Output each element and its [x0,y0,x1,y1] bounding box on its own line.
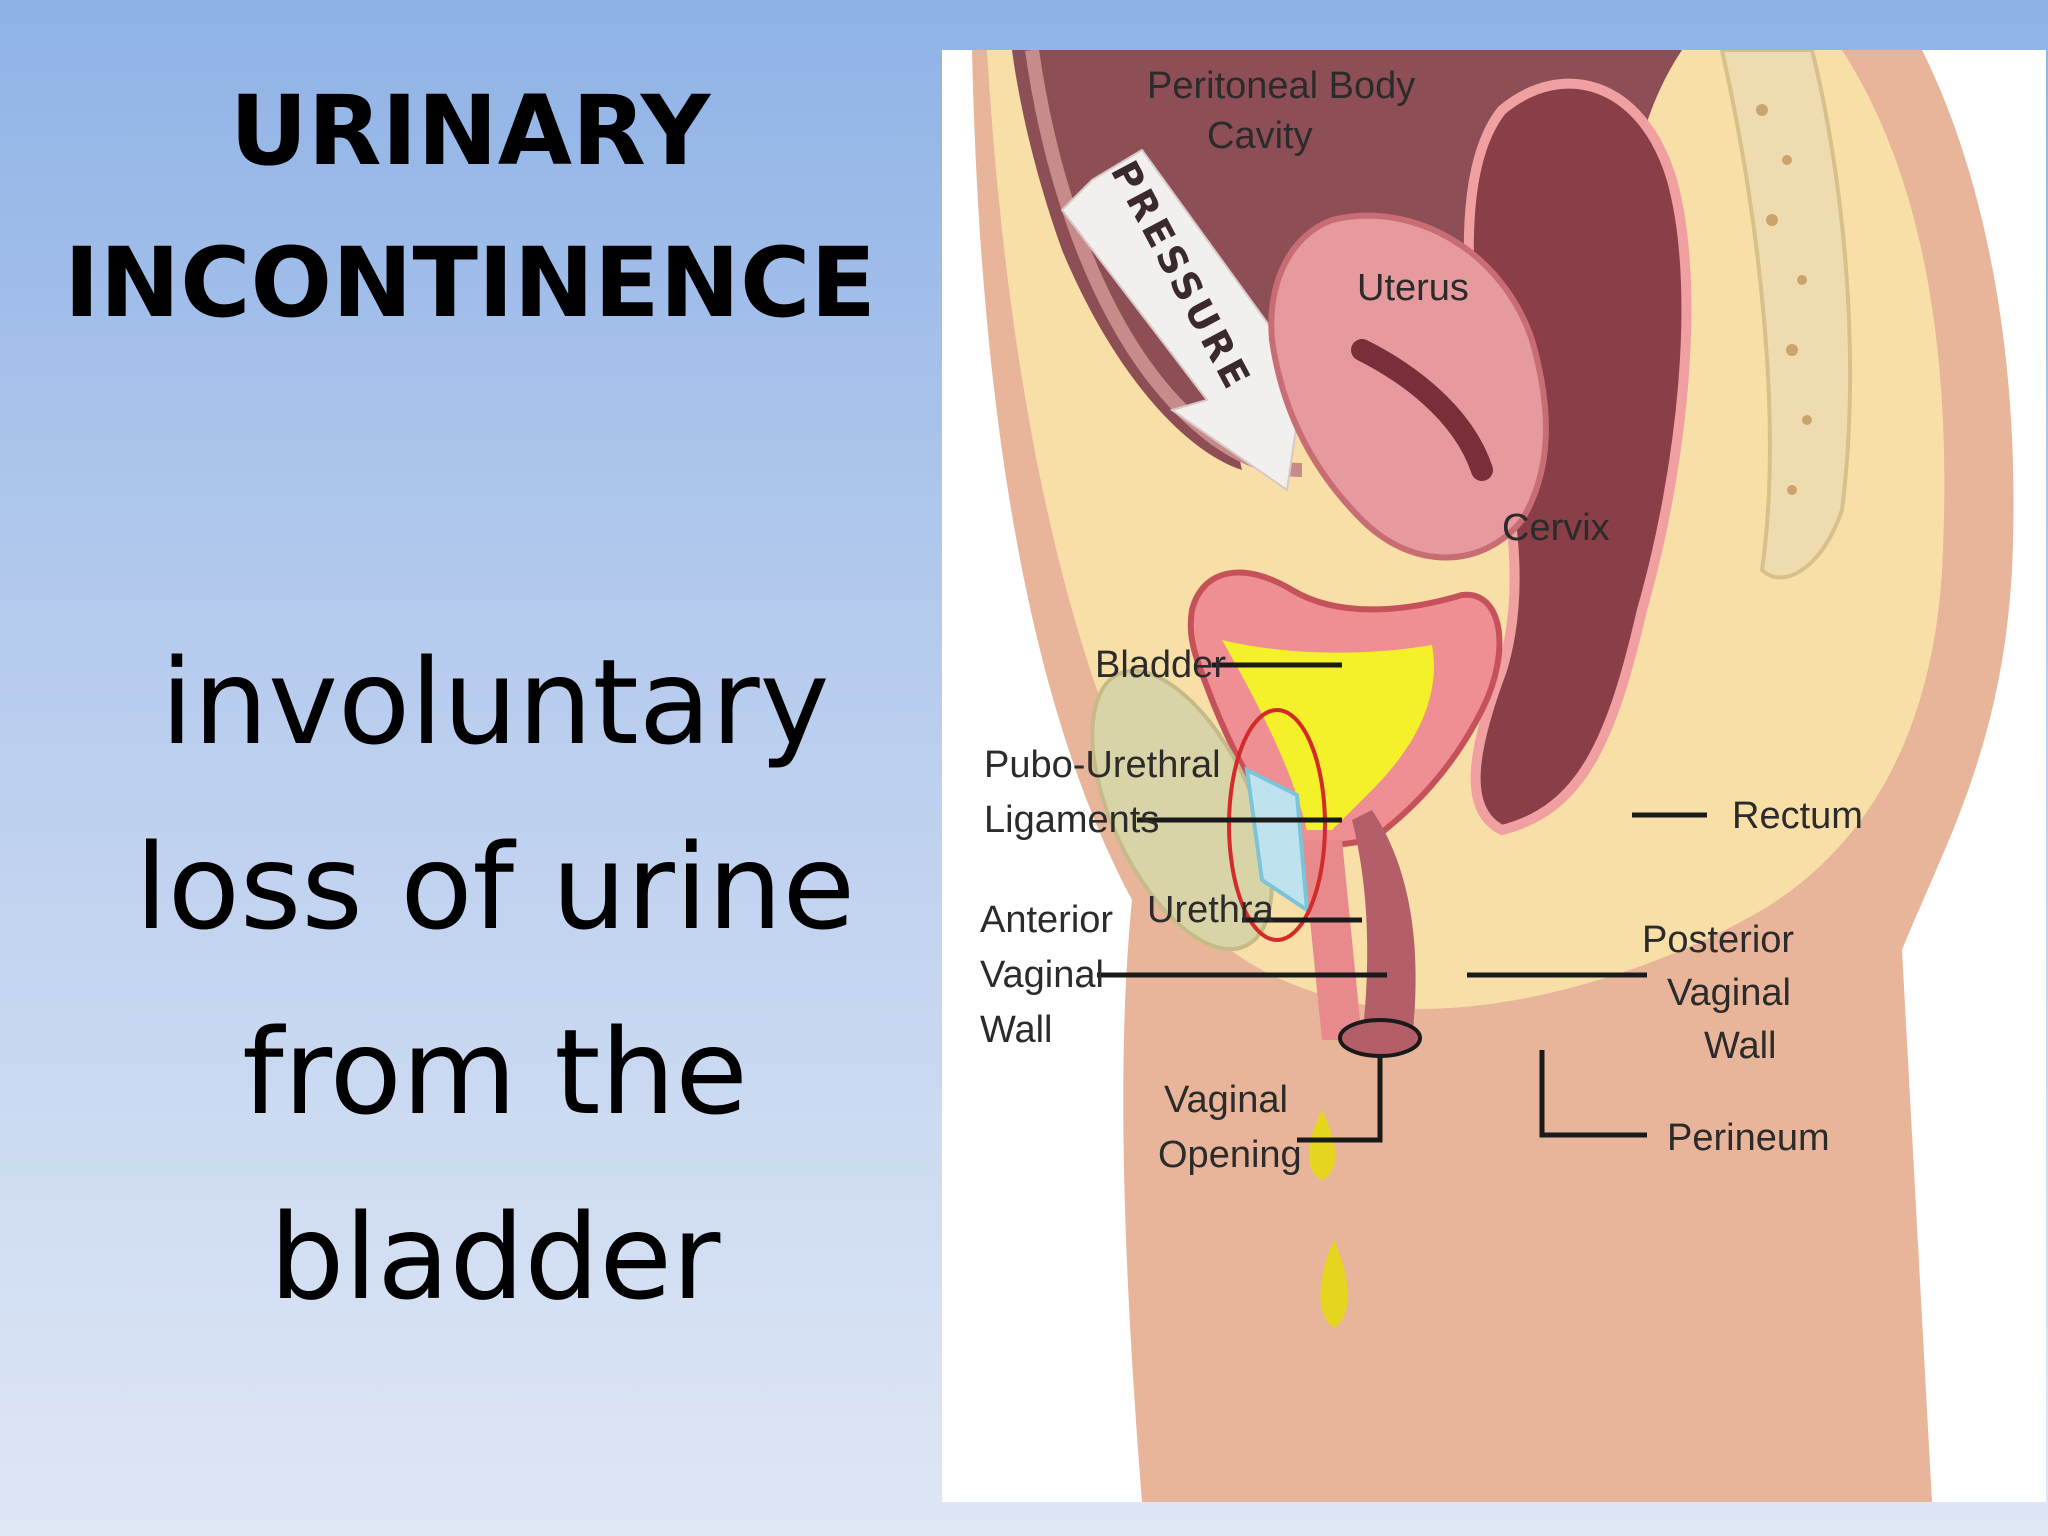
ligament-highlight-circle [1227,708,1327,942]
label-vaginal-opening-2: Opening [1158,1134,1302,1176]
label-cervix: Cervix [1502,507,1610,549]
label-bladder: Bladder [1095,644,1226,686]
definition-text: involuntary loss of urine from the bladd… [40,610,950,1350]
definition-line-3: from the [242,1003,748,1141]
label-urethra: Urethra [1147,889,1275,931]
vaginal-canal [1352,810,1416,1040]
definition-line-1: involuntary [160,633,830,771]
label-posterior-1: Posterior [1642,919,1794,961]
slide-title: URINARY INCONTINENCE [0,55,940,359]
label-rectum: Rectum [1732,795,1863,837]
urine-drop-2 [1320,1240,1348,1328]
leader-perineum [1539,1050,1647,1138]
spine-dots [1756,104,1812,495]
label-posterior-3: Wall [1704,1025,1776,1067]
leader-vaginal-opening [1297,1055,1383,1143]
label-perineum: Perineum [1667,1117,1830,1159]
uterine-cavity [1351,339,1493,481]
label-peritoneal-2: Cavity [1207,115,1313,157]
label-anterior-3: Wall [980,1009,1052,1051]
label-anterior-2: Vaginal [980,954,1104,996]
vaginal-opening [1338,1018,1422,1058]
spine [1719,50,1853,580]
pressure-arrow [1060,148,1314,492]
pubic-bone [1090,668,1274,952]
label-pubo-1: Pubo-Urethral [984,744,1221,786]
urine-drop-1 [1308,1110,1336,1180]
anatomy-figure: PRESSURE Peritoneal Body Cavity Uterus C… [942,50,2046,1502]
urine [1222,640,1434,830]
label-anterior-1: Anterior [980,899,1113,941]
title-line-2: INCONTINENCE [64,227,876,339]
definition-line-2: loss of urine [134,818,856,956]
label-uterus: Uterus [1357,267,1469,309]
pelvic-anatomy-diagram: PRESSURE Peritoneal Body Cavity Uterus C… [942,50,2046,1502]
label-pubo-2: Ligaments [984,799,1159,841]
label-peritoneal-1: Peritoneal Body [1147,65,1415,107]
label-posterior-2: Vaginal [1667,972,1791,1014]
definition-line-4: bladder [269,1188,721,1326]
label-vaginal-opening-1: Vaginal [1164,1079,1288,1121]
title-line-1: URINARY [229,75,711,187]
pubo-urethral-ligament [1244,766,1310,914]
